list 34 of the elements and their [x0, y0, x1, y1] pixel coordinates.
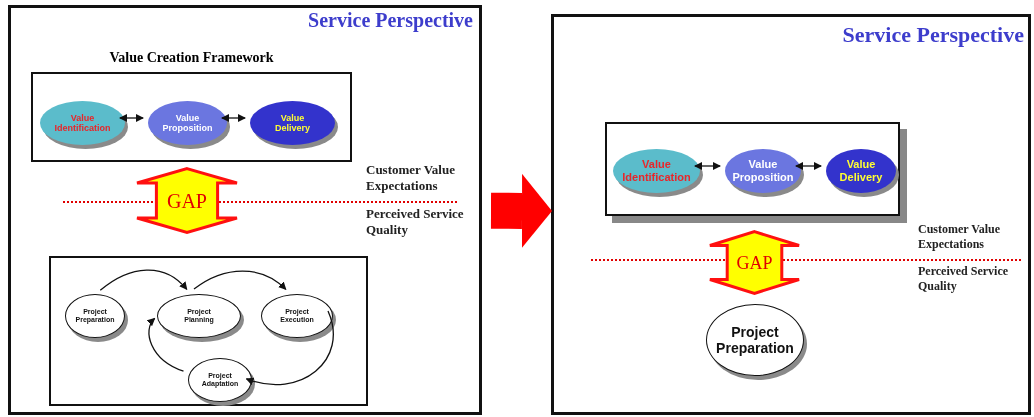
ellipse-node	[826, 149, 896, 193]
arrow	[245, 310, 334, 386]
slide-panel	[551, 14, 1031, 415]
side-label: Customer Value Expectations	[918, 222, 1002, 252]
arrow	[193, 270, 287, 290]
node-label: Value Identification	[54, 112, 111, 134]
node-label: Project Preparation	[716, 323, 794, 357]
frame-box	[49, 256, 368, 406]
arrow	[221, 114, 246, 122]
node-label: Value Delivery	[275, 112, 310, 134]
side-label: Customer Value Expectations	[366, 162, 456, 195]
node-label: Value Proposition	[732, 158, 794, 184]
side-label: Perceived Service Quality	[918, 264, 1010, 294]
slide-title: Service Perspective	[842, 22, 1024, 48]
block-arrow	[490, 173, 552, 248]
ellipse-node	[261, 294, 333, 338]
side-label: Perceived Service Quality	[366, 206, 465, 239]
gap-symbol	[136, 168, 238, 233]
ellipse-node	[188, 358, 252, 402]
frame-heading: Value Creation Framework	[108, 50, 275, 66]
gap-label: GAP	[166, 189, 208, 212]
gap-symbol	[709, 231, 800, 294]
ellipse-node	[65, 294, 125, 338]
arrow	[694, 162, 721, 170]
slide-panel	[8, 5, 482, 415]
node-label: Value Identification	[622, 158, 691, 184]
slide-title: Service Perspective	[308, 9, 473, 32]
arrow	[795, 162, 822, 170]
arrow	[99, 269, 188, 291]
node-label: Value Delivery	[839, 158, 883, 184]
arrow	[119, 114, 144, 122]
arrow	[146, 317, 185, 372]
gap-label: GAP	[735, 252, 774, 273]
node-label: Value Proposition	[162, 112, 213, 134]
